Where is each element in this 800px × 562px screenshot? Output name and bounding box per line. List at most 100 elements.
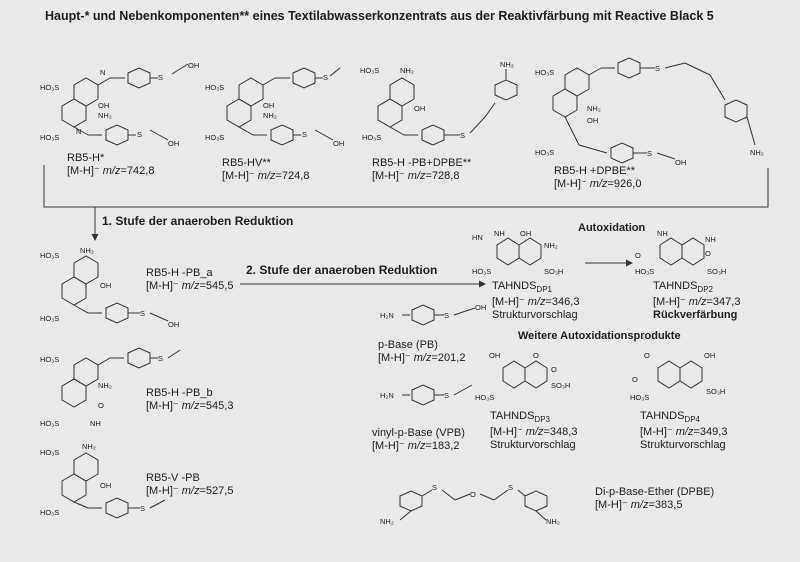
label-pba: RB5-H -PB_a <box>146 267 213 279</box>
mz-dp2: [M-H]⁻ m/z=347,3 <box>653 296 741 308</box>
label-dpbe: Di-p-Base-Ether (DPBE) <box>595 486 715 498</box>
svg-text:O: O <box>98 401 104 410</box>
note-dp1: Strukturvorschlag <box>492 309 578 321</box>
svg-text:HO₃S: HO₃S <box>535 68 554 77</box>
label-rb5hdpbe: RB5-H +DPBE** <box>554 165 636 177</box>
svg-text:NH₂: NH₂ <box>750 148 764 157</box>
mz-rb5hdpbe: [M-H]⁻ m/z=926,0 <box>554 178 642 190</box>
svg-text:HO₃S: HO₃S <box>472 267 491 276</box>
svg-text:NH₂: NH₂ <box>380 517 394 526</box>
svg-text:NH: NH <box>657 229 668 238</box>
mz-pbase: [M-H]⁻ m/z=201,2 <box>378 352 466 364</box>
structure-vpb: H₂N S <box>380 384 473 406</box>
mz-v: [M-H]⁻ m/z=527,5 <box>146 485 234 497</box>
svg-text:OH: OH <box>263 101 274 110</box>
label-pbase: p-Base (PB) <box>378 339 438 351</box>
label-dp2: TAHNDSDP2 <box>653 280 713 295</box>
svg-text:HO₃S: HO₃S <box>635 267 654 276</box>
svg-text:N: N <box>76 127 81 136</box>
mz-dp1: [M-H]⁻ m/z=346,3 <box>492 296 580 308</box>
label-pbb: RB5-H -PB_b <box>146 387 213 399</box>
label-v: RB5-V -PB <box>146 472 200 484</box>
svg-text:OH: OH <box>704 351 715 360</box>
svg-text:HO₃S: HO₃S <box>205 133 224 142</box>
mz-pbb: [M-H]⁻ m/z=545,3 <box>146 400 234 412</box>
mz-rb5hv: [M-H]⁻ m/z=724,8 <box>222 170 310 182</box>
stage1-bracket <box>43 165 769 208</box>
svg-text:NH: NH <box>90 419 101 428</box>
svg-text:OH: OH <box>475 303 486 312</box>
svg-text:O: O <box>551 365 557 374</box>
further-autoxidation-label: Weitere Autoxidationsprodukte <box>518 330 681 342</box>
svg-text:NH₂: NH₂ <box>98 381 112 390</box>
svg-text:OH: OH <box>520 229 531 238</box>
svg-text:HO₃S: HO₃S <box>535 148 554 157</box>
diagram-title: Haupt-* und Nebenkomponenten** eines Tex… <box>45 9 714 23</box>
svg-text:S: S <box>158 73 163 82</box>
svg-text:OH: OH <box>188 61 199 70</box>
svg-text:NH₂: NH₂ <box>263 111 277 120</box>
svg-text:NH₂: NH₂ <box>98 111 112 120</box>
svg-text:S: S <box>302 130 307 139</box>
svg-text:S: S <box>323 73 328 82</box>
stage2-label: 2. Stufe der anaeroben Reduktion <box>246 263 438 277</box>
label-dp3: TAHNDSDP3 <box>490 410 550 425</box>
svg-text:S: S <box>140 504 145 513</box>
label-vpb: vinyl-p-Base (VPB) <box>372 427 465 439</box>
svg-text:O: O <box>644 351 650 360</box>
mz-dpbe: [M-H]⁻ m/z=383,5 <box>595 499 683 511</box>
svg-text:S: S <box>158 354 163 363</box>
mz-pba: [M-H]⁻ m/z=545,5 <box>146 280 234 292</box>
svg-text:SO₃H: SO₃H <box>707 267 726 276</box>
note-dp4: Strukturvorschlag <box>640 439 726 451</box>
svg-text:HN: HN <box>472 233 483 242</box>
svg-text:HO₃S: HO₃S <box>40 448 59 457</box>
svg-text:HO₃S: HO₃S <box>40 83 59 92</box>
svg-text:OH: OH <box>587 116 598 125</box>
svg-text:NH: NH <box>494 229 505 238</box>
svg-text:HO₃S: HO₃S <box>362 133 381 142</box>
svg-text:S: S <box>137 130 142 139</box>
note-dp3: Strukturvorschlag <box>490 439 576 451</box>
svg-text:OH: OH <box>414 104 425 113</box>
svg-text:HO₃S: HO₃S <box>40 133 59 142</box>
svg-text:NH₂: NH₂ <box>400 66 414 75</box>
svg-text:S: S <box>508 483 513 492</box>
svg-text:OH: OH <box>333 139 344 148</box>
svg-text:OH: OH <box>100 481 111 490</box>
autoxidation-label: Autoxidation <box>578 222 646 234</box>
svg-text:NH₂: NH₂ <box>546 517 560 526</box>
svg-text:OH: OH <box>675 158 686 167</box>
svg-text:H₂N: H₂N <box>380 311 394 320</box>
svg-text:H₂N: H₂N <box>380 391 394 400</box>
svg-text:HO₃S: HO₃S <box>40 355 59 364</box>
svg-text:HO₃S: HO₃S <box>630 393 649 402</box>
svg-text:S: S <box>444 391 449 400</box>
label-dp1: TAHNDSDP1 <box>492 280 552 295</box>
mz-rb5hpb: [M-H]⁻ m/z=728,8 <box>372 170 460 182</box>
svg-text:NH₂: NH₂ <box>82 442 96 451</box>
label-rb5h: RB5-H* <box>67 152 105 164</box>
svg-text:O: O <box>635 251 641 260</box>
label-rb5hv: RB5-HV** <box>222 157 271 169</box>
svg-text:SO₃H: SO₃H <box>544 267 563 276</box>
svg-text:O: O <box>705 249 711 258</box>
svg-text:OH: OH <box>100 281 111 290</box>
svg-text:NH₂: NH₂ <box>500 60 514 69</box>
svg-text:OH: OH <box>168 320 179 329</box>
svg-text:HO₃S: HO₃S <box>205 83 224 92</box>
mz-rb5h: [M-H]⁻ m/z=742,8 <box>67 165 155 177</box>
svg-text:HO₃S: HO₃S <box>475 393 494 402</box>
